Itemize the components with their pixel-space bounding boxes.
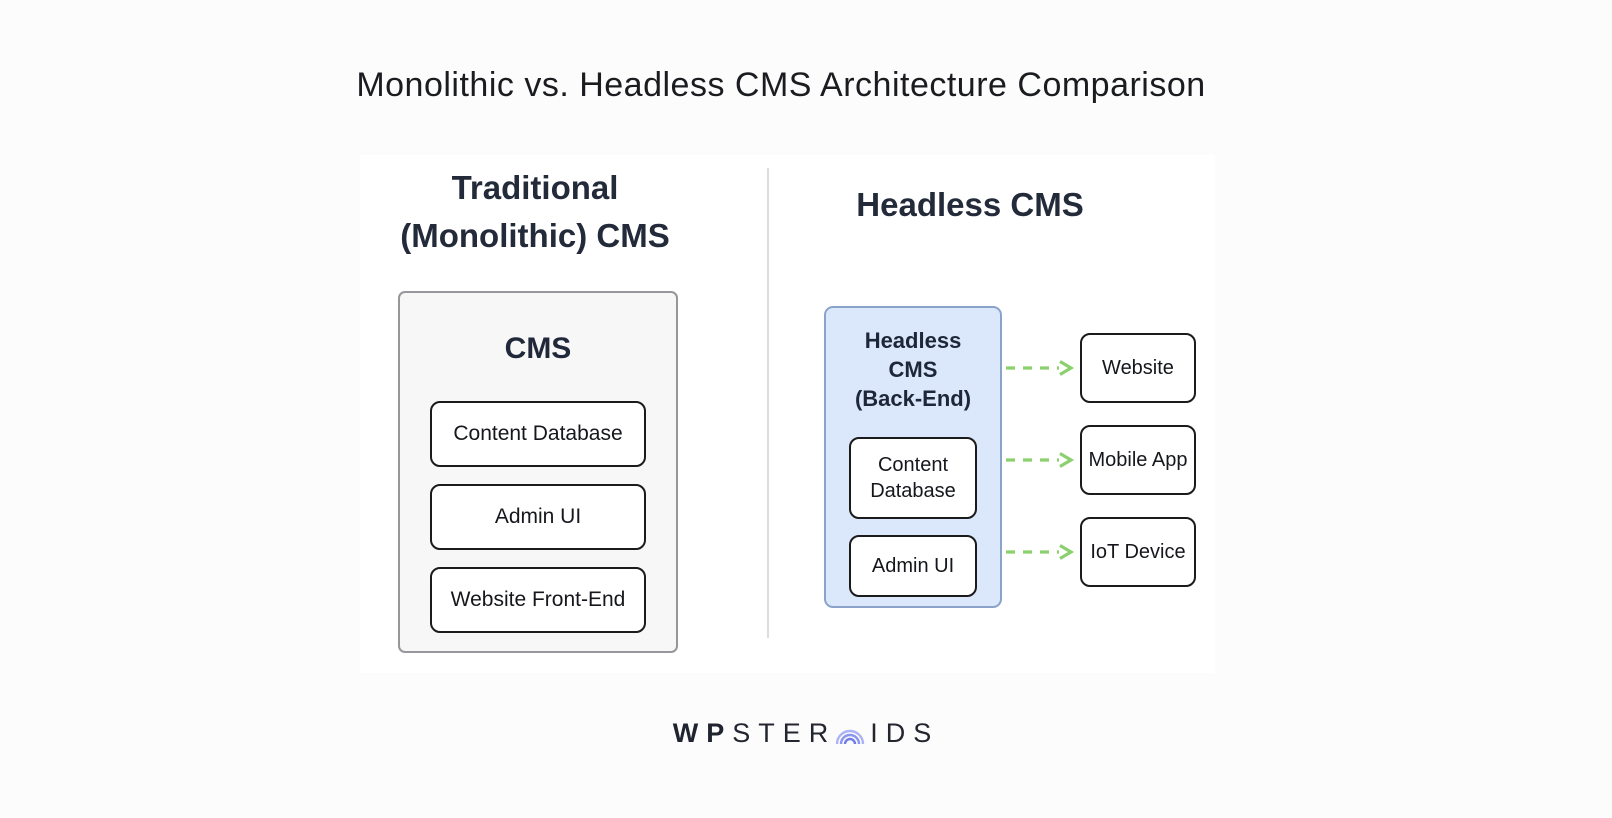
headless-cms-heading: Headless CMS xyxy=(856,186,1084,223)
concentric-arcs-icon xyxy=(834,719,866,749)
dashed-arrow-to-mobile-app xyxy=(1004,451,1076,469)
dashed-arrow-to-iot-device xyxy=(1004,543,1076,561)
component-admin-ui: Admin UI xyxy=(849,535,977,597)
headless-backend-container: Headless CMS (Back-End) Content Database… xyxy=(824,306,1002,608)
traditional-cms-heading-line1: Traditional xyxy=(451,169,619,206)
cms-container-label: CMS xyxy=(504,332,572,365)
target-mobile-app: Mobile App xyxy=(1080,425,1196,495)
dashed-arrow-to-website xyxy=(1004,359,1076,377)
page-title: Monolithic vs. Headless CMS Architecture… xyxy=(356,66,1206,104)
monolithic-cms-container: CMS Content Database Admin UI Website Fr… xyxy=(398,291,678,653)
component-content-database: Content Database xyxy=(849,437,977,519)
component-admin-ui: Admin UI xyxy=(430,484,646,550)
target-website: Website xyxy=(1080,333,1196,403)
headless-backend-label-line3: (Back-End) xyxy=(854,386,972,411)
headless-backend-label-line2: CMS xyxy=(888,357,938,382)
traditional-cms-heading-line2: (Monolithic) CMS xyxy=(400,217,670,254)
panel-divider xyxy=(767,168,769,638)
component-website-front-end: Website Front-End xyxy=(430,567,646,633)
component-content-database: Content Database xyxy=(430,401,646,467)
target-iot-device: IoT Device xyxy=(1080,517,1196,587)
logo-text-wp: WP xyxy=(672,718,733,748)
traditional-cms-heading: Traditional (Monolithic) CMS xyxy=(370,164,700,260)
headless-backend-label-line1: Headless xyxy=(864,328,962,353)
logo-text-ster: STER xyxy=(732,718,837,748)
logo-text-ids: IDS xyxy=(870,718,940,748)
headless-backend-label: Headless CMS (Back-End) xyxy=(826,326,1000,413)
